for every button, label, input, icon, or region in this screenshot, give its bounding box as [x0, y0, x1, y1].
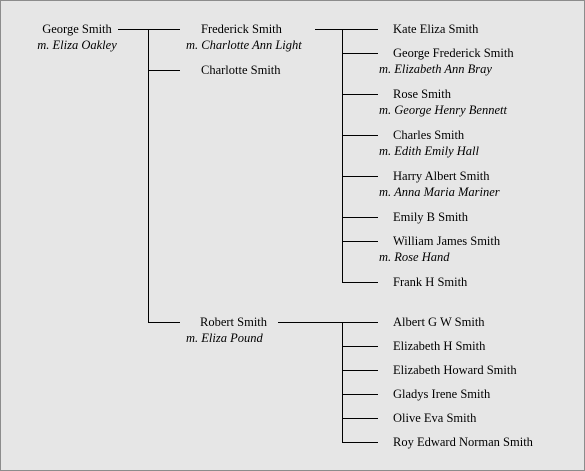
- person-spouse: m. Eliza Pound: [186, 331, 263, 345]
- person-spouse: m. George Henry Bennett: [379, 103, 507, 117]
- person-spouse: m. Eliza Oakley: [37, 38, 117, 52]
- person-name: William James Smith: [393, 234, 501, 248]
- person-name: Charlotte Smith: [201, 63, 281, 77]
- person-name: Olive Eva Smith: [393, 411, 477, 425]
- person-name: Frank H Smith: [393, 275, 468, 289]
- person-name: Elizabeth H Smith: [393, 339, 486, 353]
- person-name: Gladys Irene Smith: [393, 387, 491, 401]
- person-emily-b-smith: Emily B Smith: [393, 209, 468, 225]
- person-name: Kate Eliza Smith: [393, 22, 479, 36]
- person-name: Charles Smith: [393, 128, 465, 142]
- person-name: Elizabeth Howard Smith: [393, 363, 517, 377]
- person-elizabeth-h-smith: Elizabeth H Smith: [393, 338, 485, 354]
- person-elizabeth-howard-smith: Elizabeth Howard Smith: [393, 362, 517, 378]
- person-name: Roy Edward Norman Smith: [393, 435, 533, 449]
- person-name: Robert Smith: [200, 315, 268, 329]
- person-name: Rose Smith: [393, 87, 451, 101]
- person-kate-eliza-smith: Kate Eliza Smith: [393, 21, 478, 37]
- person-frederick-smith: Frederick Smith m. Charlotte Ann Light: [186, 21, 302, 53]
- person-roy-edward-norman-smith: Roy Edward Norman Smith: [393, 434, 533, 450]
- person-name: Emily B Smith: [393, 210, 469, 224]
- person-george-frederick-smith: George Frederick Smith m. Elizabeth Ann …: [379, 45, 514, 77]
- person-charlotte-smith: Charlotte Smith: [201, 62, 281, 78]
- person-name: George Smith: [42, 22, 112, 36]
- person-william-james-smith: William James Smith m. Rose Hand: [379, 233, 500, 265]
- person-olive-eva-smith: Olive Eva Smith: [393, 410, 476, 426]
- person-frank-h-smith: Frank H Smith: [393, 274, 467, 290]
- person-spouse: m. Anna Maria Mariner: [379, 185, 500, 199]
- person-name: Frederick Smith: [201, 22, 282, 36]
- person-name: George Frederick Smith: [393, 46, 514, 60]
- person-spouse: m. Rose Hand: [379, 250, 450, 264]
- person-spouse: m. Edith Emily Hall: [379, 144, 479, 158]
- person-name: Albert G W Smith: [393, 315, 485, 329]
- person-charles-smith: Charles Smith m. Edith Emily Hall: [379, 127, 479, 159]
- person-spouse: m. Charlotte Ann Light: [186, 38, 302, 52]
- person-name: Harry Albert Smith: [393, 169, 490, 183]
- person-rose-smith: Rose Smith m. George Henry Bennett: [379, 86, 507, 118]
- person-robert-smith: Robert Smith m. Eliza Pound: [186, 314, 267, 346]
- person-spouse: m. Elizabeth Ann Bray: [379, 62, 492, 76]
- person-gladys-irene-smith: Gladys Irene Smith: [393, 386, 490, 402]
- person-george-smith: George Smith m. Eliza Oakley: [21, 21, 133, 53]
- person-harry-albert-smith: Harry Albert Smith m. Anna Maria Mariner: [379, 168, 500, 200]
- person-albert-g-w-smith: Albert G W Smith: [393, 314, 485, 330]
